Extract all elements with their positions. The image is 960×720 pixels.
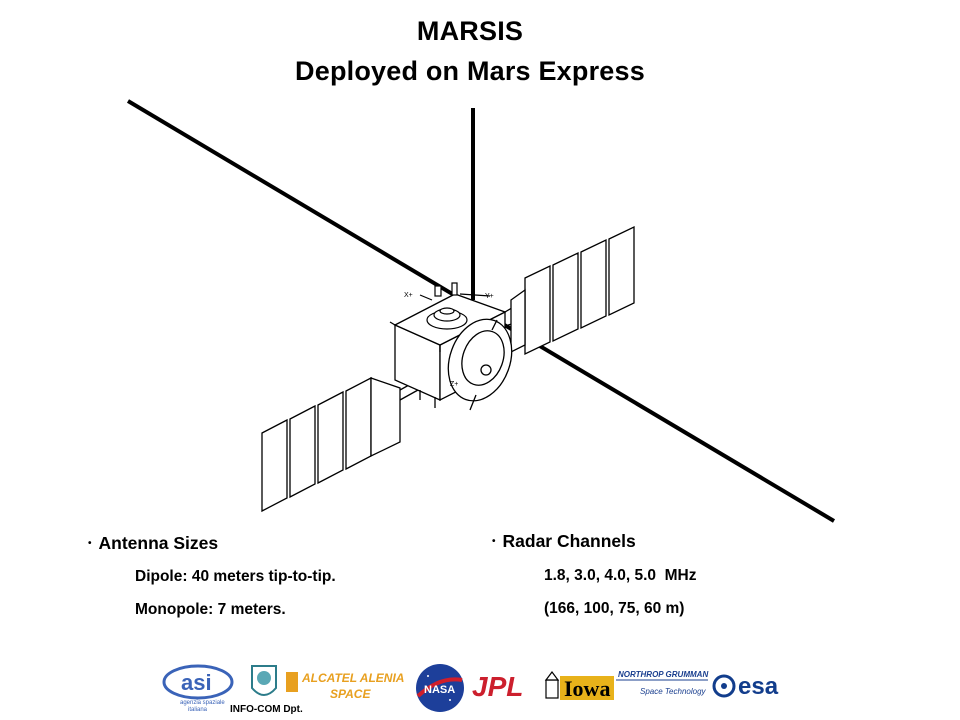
infocom-logo: INFO-COM Dpt. bbox=[230, 665, 303, 715]
northrop-grumman-logo: NORTHROP GRUMMAN Space Technology bbox=[616, 670, 708, 696]
svg-text:asi: asi bbox=[181, 670, 212, 695]
axis-label-z: Z+ bbox=[450, 381, 458, 388]
left-solar-array bbox=[261, 376, 419, 513]
svg-text:NORTHROP GRUMMAN: NORTHROP GRUMMAN bbox=[618, 670, 708, 679]
svg-text:SPACE: SPACE bbox=[330, 687, 371, 701]
alcatel-alenia-logo: ALCATEL ALENIA SPACE bbox=[286, 671, 404, 701]
svg-text:ALCATEL ALENIA: ALCATEL ALENIA bbox=[301, 671, 404, 685]
svg-text:INFO-COM Dpt.: INFO-COM Dpt. bbox=[230, 704, 303, 715]
title-line-2: Deployed on Mars Express bbox=[295, 56, 645, 86]
antenna-monopole-line: Monopole: 7 meters. bbox=[135, 601, 286, 618]
right-solar-array bbox=[504, 225, 635, 356]
radar-frequencies-line: 1.8, 3.0, 4.0, 5.0 MHz bbox=[544, 567, 697, 584]
top-instrument-dish bbox=[419, 282, 491, 330]
radar-wavelengths-line: (166, 100, 75, 60 m) bbox=[544, 600, 685, 617]
high-gain-antenna bbox=[447, 318, 513, 411]
antenna-dipole-line: Dipole: 40 meters tip-to-tip. bbox=[135, 568, 336, 585]
antenna-sizes-heading: • Antenna Sizes bbox=[88, 533, 218, 554]
svg-text:Space Technology: Space Technology bbox=[640, 687, 707, 696]
asi-logo: asi agenzia spaziale italiana bbox=[162, 664, 234, 712]
antenna-sizes-heading-text: Antenna Sizes bbox=[98, 533, 219, 553]
svg-text:Iowa: Iowa bbox=[564, 676, 610, 701]
svg-text:agenzia spaziale: agenzia spaziale bbox=[180, 700, 225, 706]
nasa-logo: NASA bbox=[416, 664, 464, 712]
svg-text:NASA: NASA bbox=[424, 684, 455, 696]
axis-label-y: Y+ bbox=[485, 293, 494, 300]
svg-text:italiana: italiana bbox=[188, 707, 208, 712]
svg-text:esa: esa bbox=[738, 673, 779, 700]
svg-text:JPL: JPL bbox=[472, 672, 523, 702]
title-line-1: MARSIS bbox=[416, 16, 524, 46]
radar-channels-heading: • Radar Channels bbox=[492, 531, 636, 552]
jpl-logo: JPL bbox=[472, 672, 523, 702]
esa-logo: esa bbox=[712, 673, 779, 700]
bullet-dot: • bbox=[88, 538, 92, 549]
radar-channels-heading-text: Radar Channels bbox=[502, 531, 636, 551]
iowa-logo: Iowa bbox=[544, 671, 614, 701]
axis-label-x: X+ bbox=[404, 292, 413, 299]
bullet-dot: • bbox=[492, 536, 496, 547]
